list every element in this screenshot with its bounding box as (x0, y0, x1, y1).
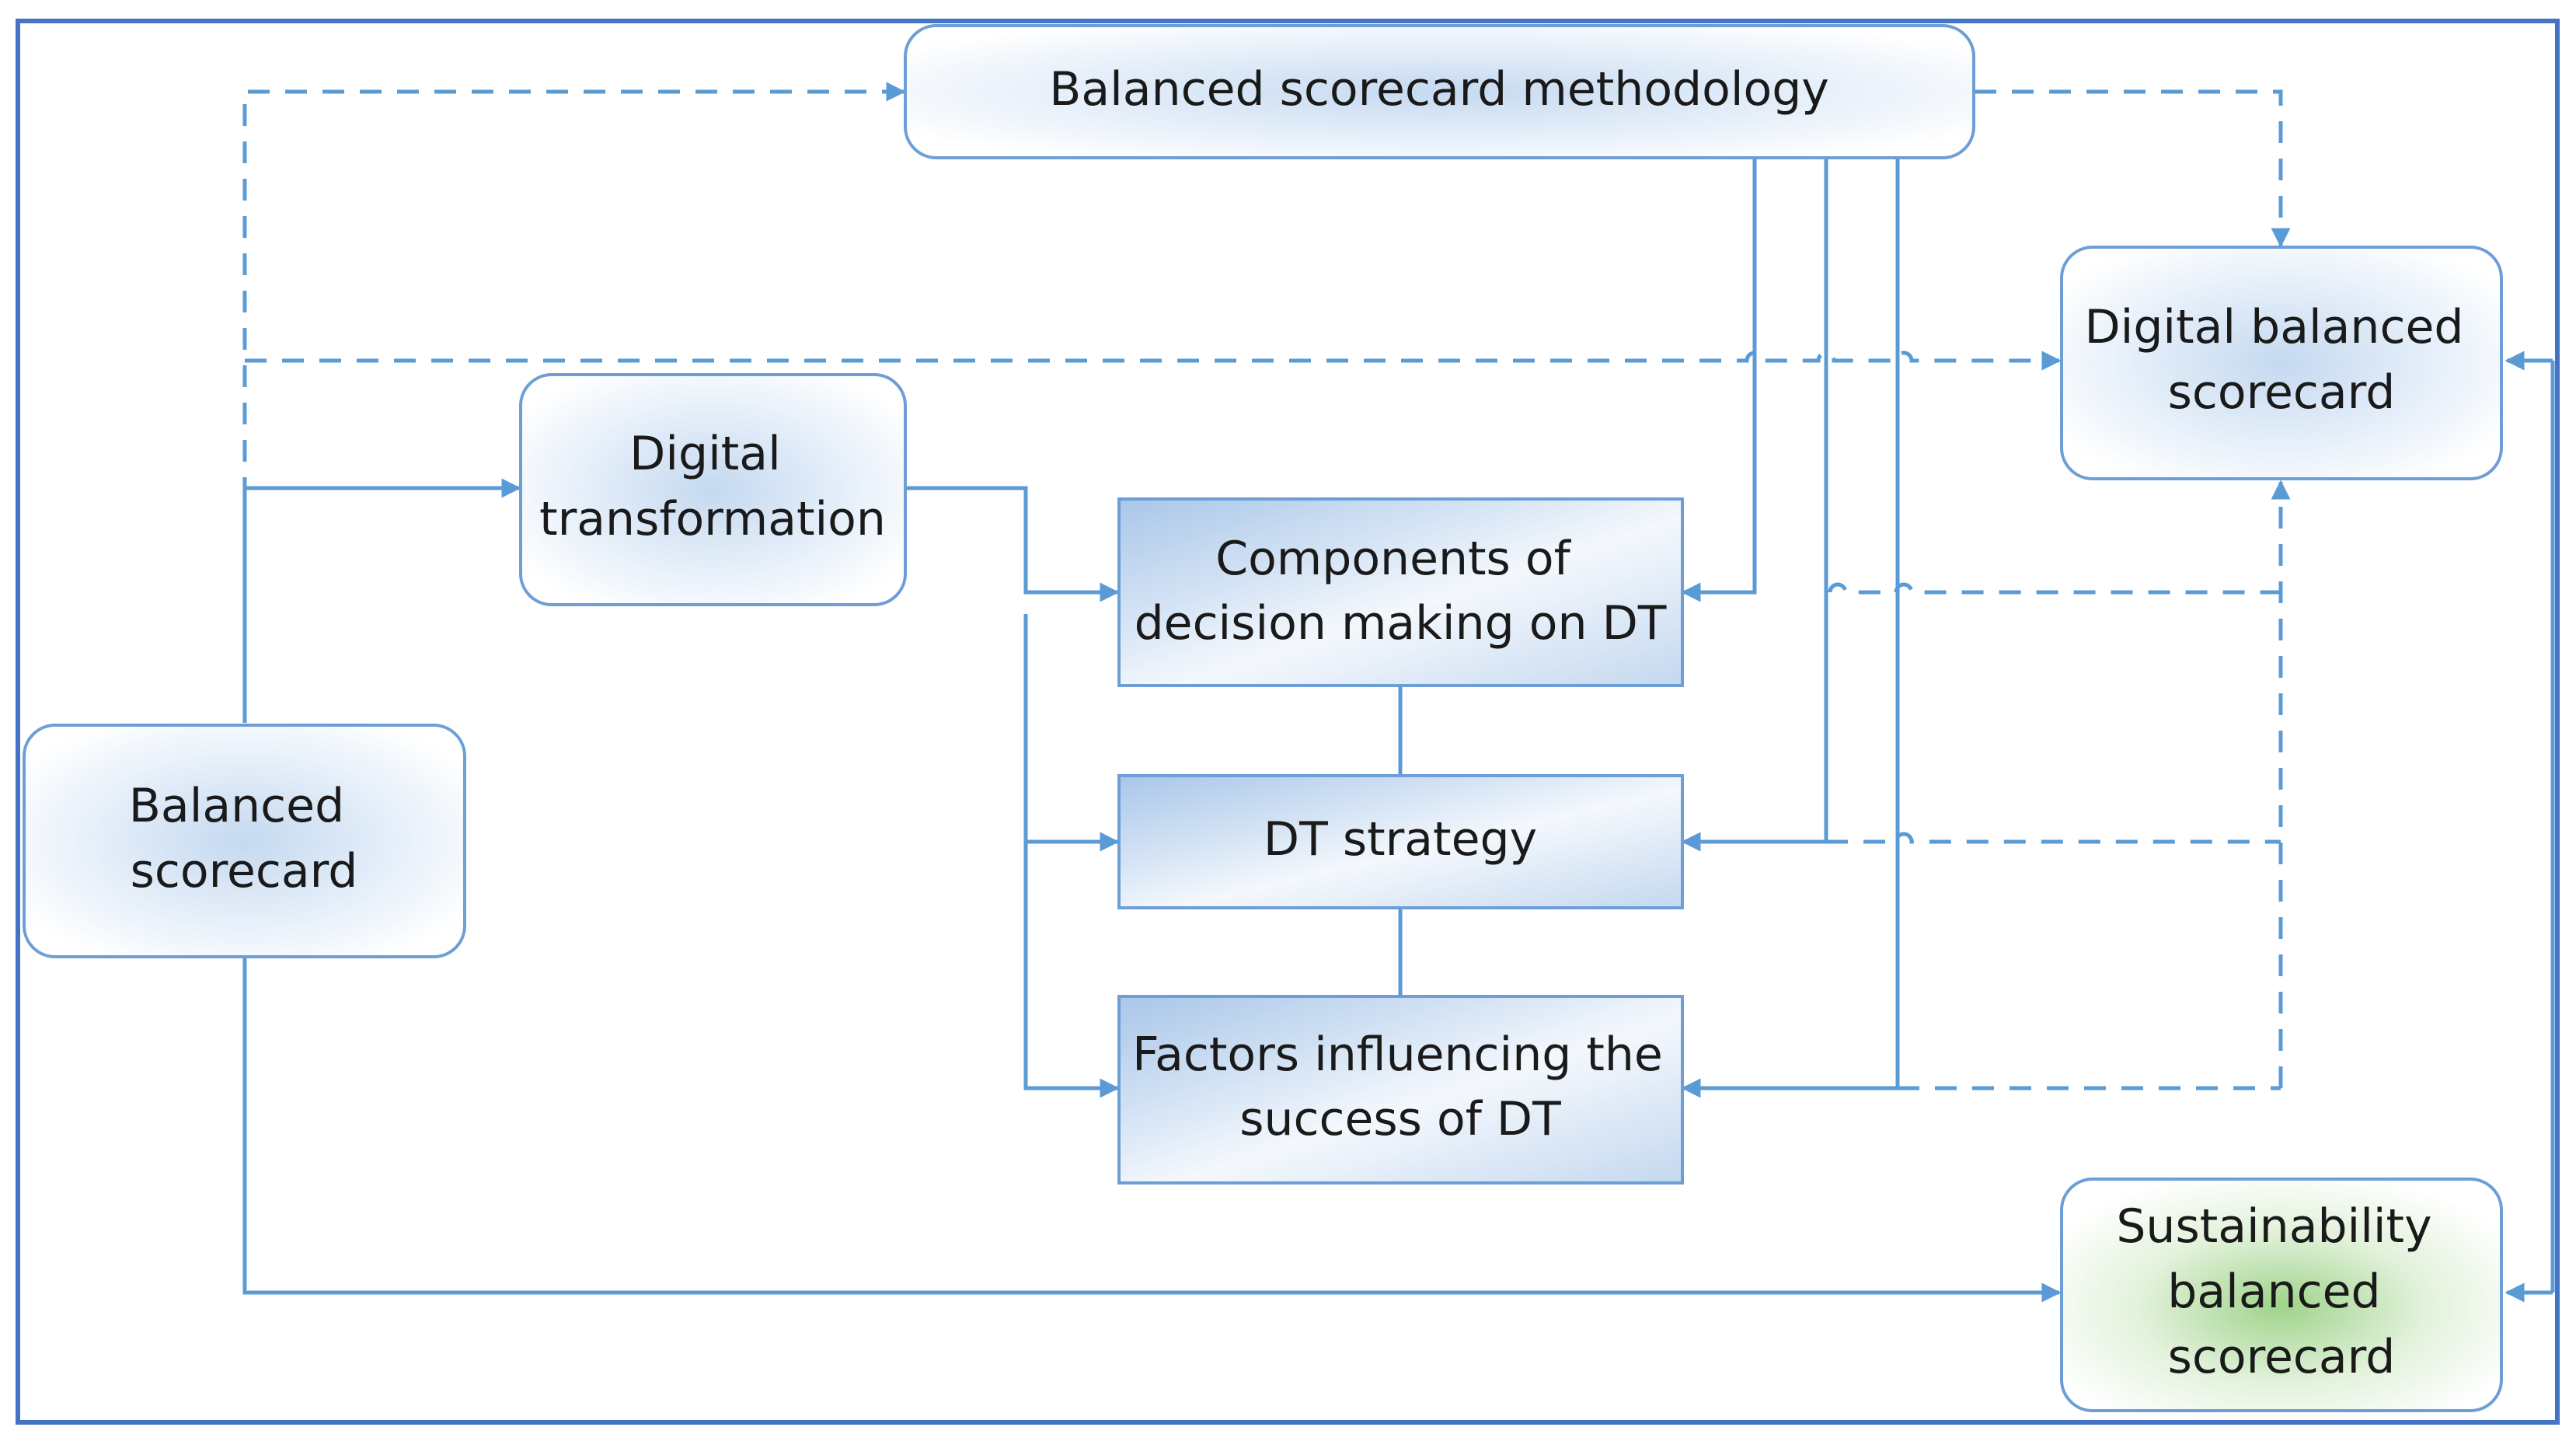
node-box (2060, 246, 2503, 480)
node-digital-transformation: Digital transformation (519, 373, 907, 606)
node-balanced-scorecard-methodology: Balanced scorecard methodology (904, 24, 1975, 159)
node-label: Sustainability balanced scorecard (2116, 1199, 2446, 1384)
connector-branch-to-factors (1023, 842, 1120, 1098)
connector-methodology-to-strategy (1681, 159, 1828, 852)
node-components-of-decision-making: Components of decision making on DT (1117, 497, 1684, 687)
node-label: DT strategy (1264, 812, 1537, 867)
node-sustainability-balanced-scorecard: Sustainability balanced scorecard (2060, 1178, 2503, 1412)
connector-bsc-to-sustainability (242, 958, 2062, 1303)
node-label: Digital transformation (539, 427, 886, 546)
connector-methodology-to-factors (1681, 159, 1900, 1098)
node-factors-influencing-success: Factors influencing the success of DT (1117, 995, 1684, 1185)
node-label: Digital balanced scorecard (2084, 300, 2478, 420)
solid-connectors (242, 159, 2555, 1303)
node-box (904, 24, 1975, 159)
node-balanced-scorecard: Balanced scorecard (23, 724, 466, 958)
node-label: Balanced scorecard methodology (1049, 62, 1829, 117)
diagram-frame (16, 19, 2560, 1425)
node-box (23, 724, 466, 958)
node-box (2060, 1178, 2503, 1412)
node-digital-balanced-scorecard: Digital balanced scorecard (2060, 246, 2503, 480)
node-label: Factors influencing the success of DT (1132, 1028, 1678, 1146)
dashed-connector-methodology-to-digital-bsc (1975, 89, 2291, 248)
dashed-connector-strategy-to-rail (1826, 832, 2281, 844)
connector-methodology-to-components (1681, 159, 1757, 602)
node-box (519, 373, 907, 606)
connector-bsc-to-digital-transformation (242, 478, 521, 723)
dashed-connector-bsc-to-digital-bsc (245, 351, 2062, 371)
node-label: Balanced scorecard (129, 779, 359, 898)
connector-branch-to-strategy (1023, 614, 1120, 852)
connector-digital-transformation-to-components (905, 486, 1120, 602)
node-dt-strategy: DT strategy (1117, 774, 1684, 909)
node-box (1117, 497, 1684, 687)
node-label: Components of decision making on DT (1135, 532, 1667, 651)
node-box (1117, 774, 1684, 909)
node-box (1117, 995, 1684, 1185)
